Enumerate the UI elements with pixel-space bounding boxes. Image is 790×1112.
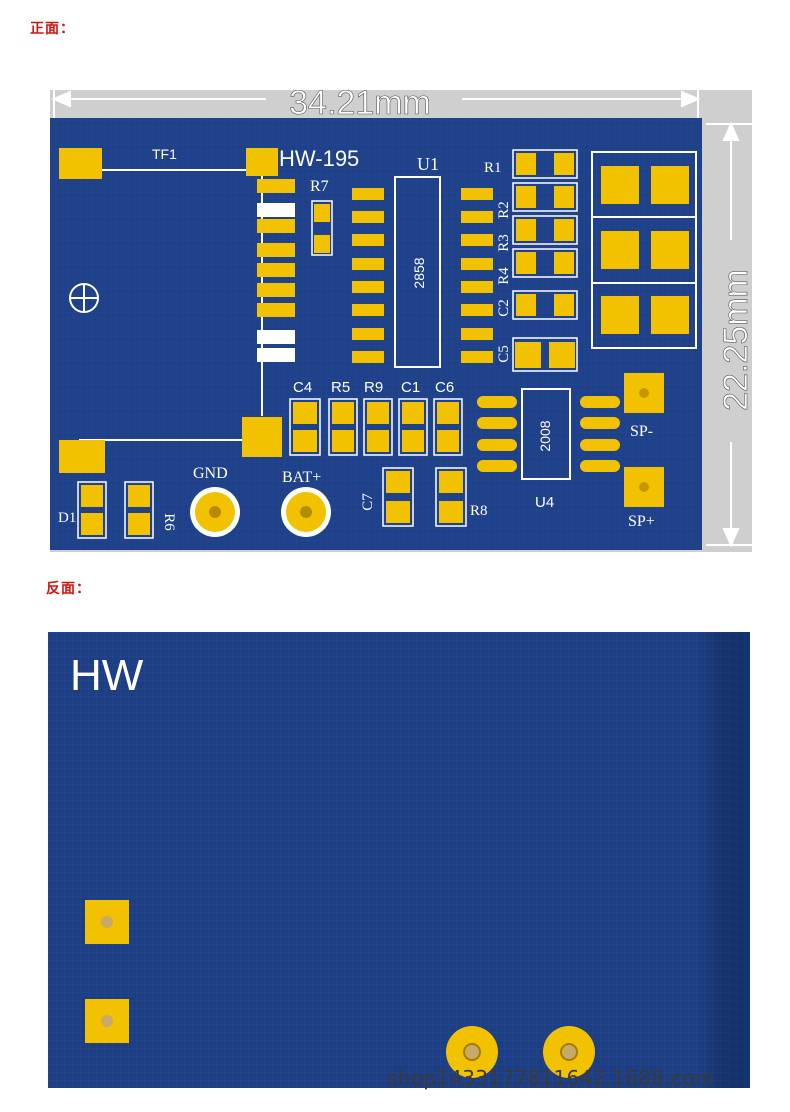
resistor-array bbox=[512, 149, 578, 320]
r1-designator: R1 bbox=[484, 160, 502, 176]
sp-plus-designator: SP+ bbox=[628, 513, 655, 530]
front-side-label: 正面： bbox=[30, 21, 75, 37]
board-name: HW-195 bbox=[279, 146, 359, 171]
tf1-pad-top-right bbox=[246, 148, 278, 176]
r9-designator: R9 bbox=[364, 379, 383, 396]
c7-designator: C7 bbox=[360, 493, 376, 511]
u1-right-pads bbox=[461, 188, 493, 363]
r7-designator: R7 bbox=[310, 178, 329, 195]
r3-designator: R3 bbox=[496, 234, 512, 252]
u4-chip-marking: 2008 bbox=[537, 420, 553, 451]
back-side-label: 反面： bbox=[46, 581, 91, 597]
shop-watermark: shop1433177811642.1688.com bbox=[387, 1066, 715, 1090]
u4-designator: U4 bbox=[535, 494, 554, 511]
sp-minus-designator: SP- bbox=[630, 423, 653, 440]
c5-designator: C5 bbox=[496, 345, 512, 363]
u1-chip-marking: 2858 bbox=[411, 257, 427, 288]
c2-designator: C2 bbox=[496, 299, 512, 317]
bat-plus-designator: BAT+ bbox=[282, 469, 321, 486]
back-round-pad-right bbox=[543, 1026, 595, 1078]
back-round-pad-left bbox=[446, 1026, 498, 1078]
tf1-pad-bottom-left bbox=[59, 440, 105, 473]
r8-designator: R8 bbox=[470, 503, 488, 519]
u4-pads bbox=[477, 396, 620, 472]
r4-designator: R4 bbox=[496, 267, 512, 285]
width-dimension-text: 34.21mm bbox=[289, 90, 431, 122]
d1-designator: D1 bbox=[58, 510, 76, 526]
tf1-pad-bottom-right bbox=[242, 417, 282, 457]
c4-designator: C4 bbox=[293, 379, 312, 396]
tf1-designator: TF1 bbox=[152, 146, 177, 162]
u1-left-pads bbox=[352, 188, 384, 363]
back-square-pad-top bbox=[85, 900, 129, 944]
passive-row bbox=[289, 398, 463, 456]
tf1-pad-top-left bbox=[59, 148, 102, 179]
back-board-photo: HW bbox=[48, 632, 750, 1088]
back-square-pad-bottom bbox=[85, 999, 129, 1043]
front-board-photo: 34.21mm 22.25mm TF1 HW-195 R7 U1 2858 bbox=[50, 90, 752, 552]
c6-designator: C6 bbox=[435, 379, 454, 396]
r2-designator: R2 bbox=[496, 201, 512, 219]
speaker-pad-array bbox=[591, 151, 697, 349]
tf1-contact-pins bbox=[257, 179, 295, 362]
u1-designator: U1 bbox=[417, 154, 439, 174]
r6-designator: R6 bbox=[161, 513, 177, 531]
height-dimension-text: 22.25mm bbox=[717, 269, 752, 411]
u4-outline bbox=[521, 388, 571, 480]
gnd-designator: GND bbox=[193, 465, 228, 482]
c1-designator: C1 bbox=[401, 379, 420, 396]
r5-designator: R5 bbox=[331, 379, 350, 396]
crosshair-mark-icon bbox=[69, 283, 99, 313]
back-logo-text: HW bbox=[70, 651, 144, 700]
u1-outline bbox=[394, 176, 441, 368]
